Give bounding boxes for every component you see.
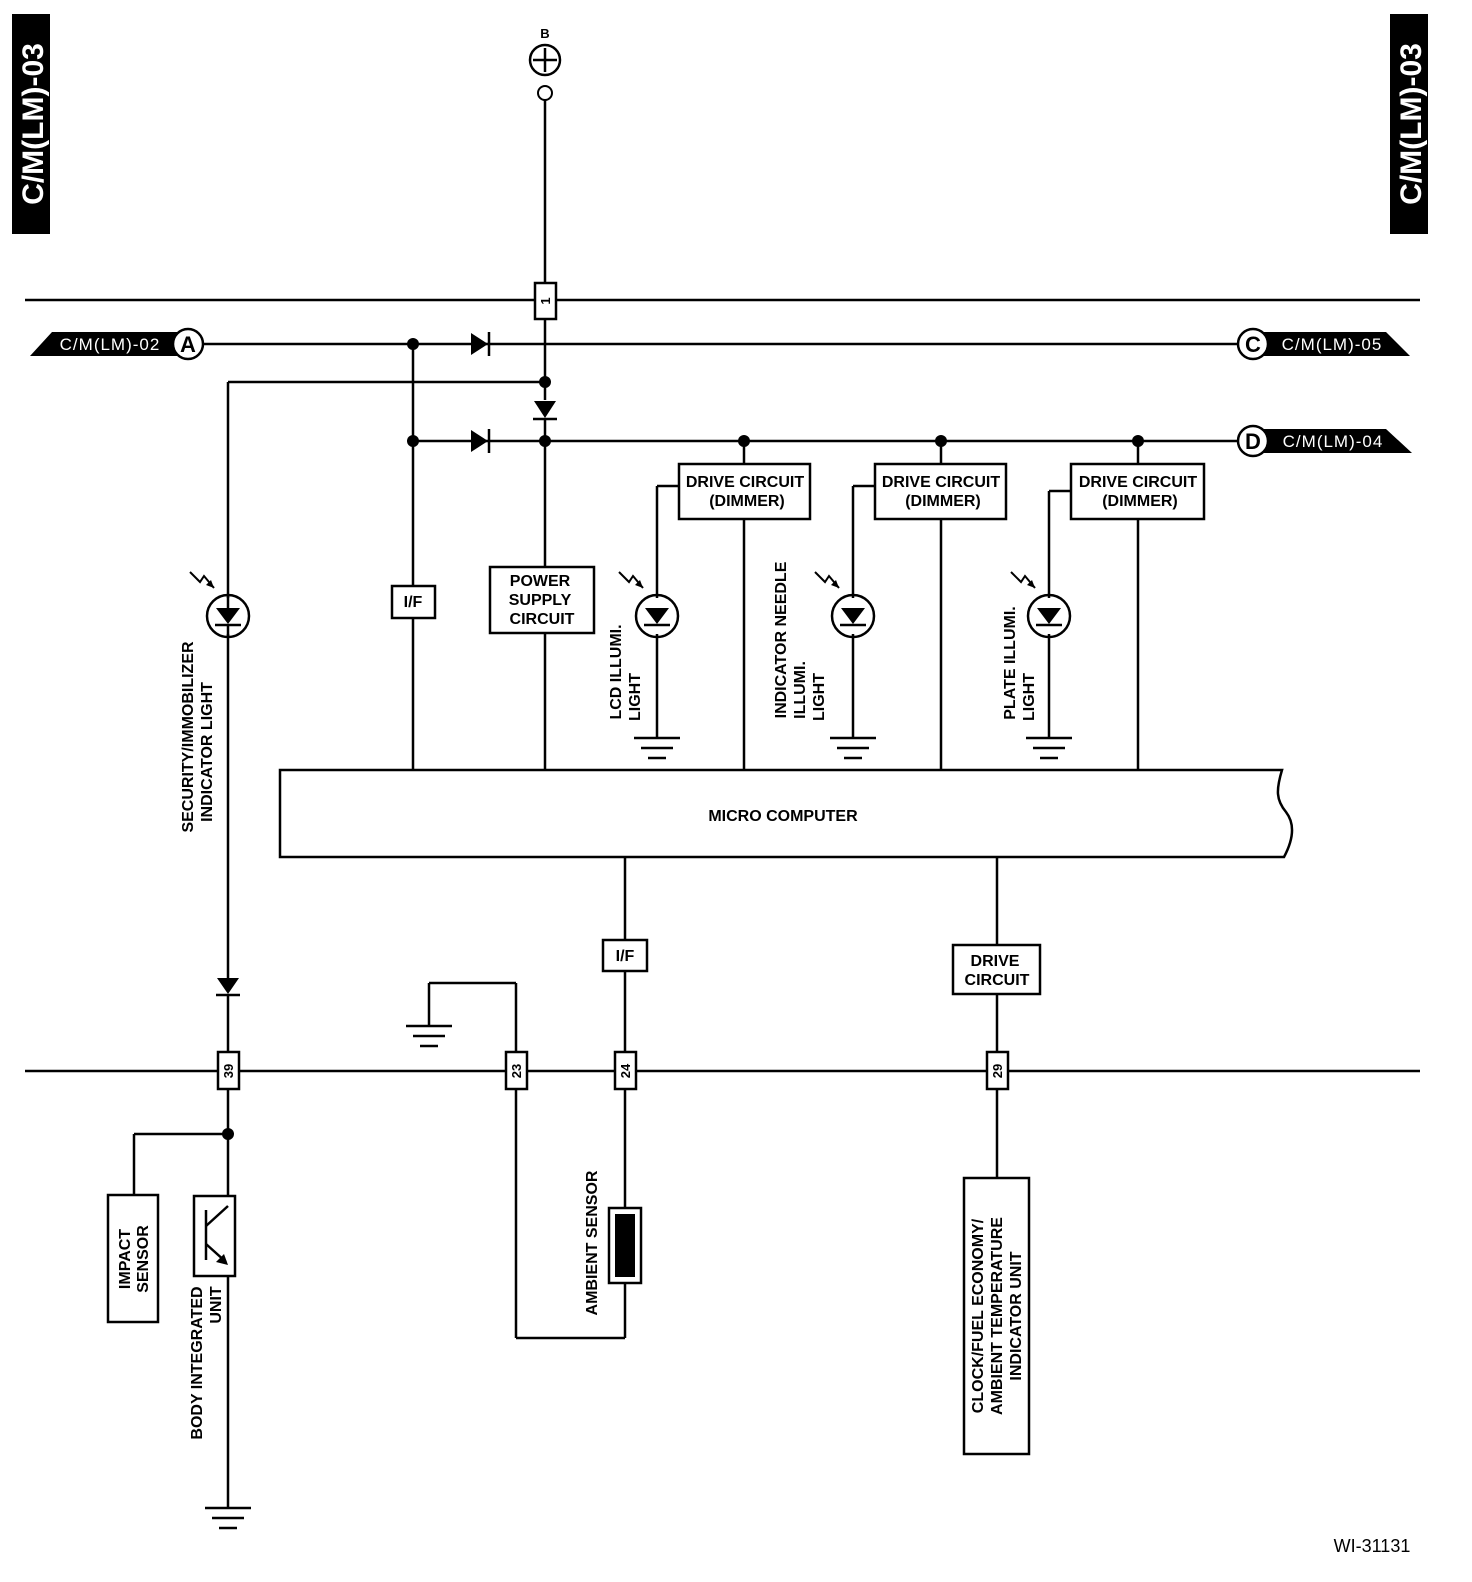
lcd-illumi-lamp bbox=[618, 571, 680, 639]
connector-c-ref: C/M(LM)-05 bbox=[1282, 335, 1383, 354]
lcd-lamp-label: LCD ILLUMI. LIGHT bbox=[608, 624, 644, 721]
micro-computer: MICRO COMPUTER bbox=[278, 768, 1294, 859]
clock-fuel-economy-unit: CLOCK/FUEL ECONOMY/ AMBIENT TEMPERATURE … bbox=[962, 1176, 1031, 1456]
pin-39-label: 39 bbox=[221, 1064, 236, 1078]
pin-1-label: 1 bbox=[538, 297, 553, 304]
drive-dimmer-1-line-1: DRIVE CIRCUIT bbox=[686, 474, 804, 491]
pin-24: 24 bbox=[613, 1050, 638, 1091]
plate-lamp-label-line-1: PLATE ILLUMI. bbox=[1002, 606, 1019, 719]
impact-sensor: IMPACT SENSOR bbox=[106, 1193, 160, 1324]
power-supply-line-3: CIRCUIT bbox=[510, 611, 575, 628]
power-supply-line-1: POWER bbox=[510, 573, 571, 590]
pin-39: 39 bbox=[216, 1050, 241, 1091]
impact-sensor-line-1: IMPACT bbox=[117, 1229, 134, 1289]
diode-d-line bbox=[471, 429, 491, 453]
battery-source: B bbox=[528, 26, 562, 101]
needle-lamp-label-line-2: ILLUMI. bbox=[792, 661, 809, 719]
lcd-lamp-label-line-1: LCD ILLUMI. bbox=[608, 624, 625, 719]
right-side-tab: C/M(LM)-03 bbox=[1390, 14, 1428, 234]
drive-dimmer-3-line-1: DRIVE CIRCUIT bbox=[1079, 474, 1197, 491]
figure-id: WI-31131 bbox=[1334, 1536, 1411, 1556]
if-block-lower-label: I/F bbox=[616, 948, 635, 965]
plate-lamp-label-line-2: LIGHT bbox=[1021, 673, 1038, 721]
needle-illumi-lamp bbox=[814, 571, 876, 639]
clock-unit-line-2: AMBIENT TEMPERATURE bbox=[989, 1217, 1006, 1415]
plate-lamp-label: PLATE ILLUMI. LIGHT bbox=[1002, 606, 1038, 721]
left-side-tab-label: C/M(LM)-03 bbox=[17, 43, 50, 205]
drive-dimmer-2-line-2: (DIMMER) bbox=[905, 493, 981, 510]
micro-computer-label: MICRO COMPUTER bbox=[708, 808, 858, 825]
ground-lcd bbox=[634, 736, 680, 760]
security-lamp-label-line-2: INDICATOR LIGHT bbox=[199, 682, 216, 822]
body-integrated-unit-label: BODY INTEGRATED UNIT bbox=[189, 1286, 225, 1439]
drive-circuit-line-1: DRIVE bbox=[971, 953, 1020, 970]
ground-sensor-return bbox=[406, 1024, 452, 1048]
pin-29-label: 29 bbox=[990, 1064, 1005, 1078]
if-block-upper: I/F bbox=[390, 584, 437, 620]
power-supply-line-2: SUPPLY bbox=[509, 592, 572, 609]
connector-c: C/M(LM)-05 C bbox=[1236, 327, 1410, 361]
pin-23-label: 23 bbox=[509, 1064, 524, 1078]
pin-29: 29 bbox=[985, 1050, 1010, 1091]
right-side-tab-label: C/M(LM)-03 bbox=[1395, 43, 1428, 205]
pin-23: 23 bbox=[504, 1050, 529, 1091]
left-side-tab: C/M(LM)-03 bbox=[12, 14, 50, 234]
body-integrated-line-1: BODY INTEGRATED bbox=[189, 1286, 206, 1439]
power-supply-circuit: POWER SUPPLY CIRCUIT bbox=[488, 565, 596, 635]
junction-dots bbox=[222, 338, 1144, 1140]
battery-label: B bbox=[540, 26, 549, 41]
drive-circuit-dimmer-1: DRIVE CIRCUIT (DIMMER) bbox=[677, 462, 812, 521]
needle-lamp-label-line-1: INDICATOR NEEDLE bbox=[773, 561, 790, 718]
diode-vertical-upper bbox=[533, 401, 557, 421]
drive-dimmer-3-line-2: (DIMMER) bbox=[1102, 493, 1178, 510]
pin-24-label: 24 bbox=[618, 1063, 633, 1078]
connector-d-ref: C/M(LM)-04 bbox=[1283, 432, 1384, 451]
connector-a-ref: C/M(LM)-02 bbox=[60, 335, 161, 354]
ground-needle bbox=[830, 736, 876, 760]
pin-1: 1 bbox=[533, 281, 558, 321]
drive-dimmer-2-line-1: DRIVE CIRCUIT bbox=[882, 474, 1000, 491]
security-lamp-label: SECURITY/IMMOBILIZER INDICATOR LIGHT bbox=[180, 641, 216, 833]
drive-circuit-line-2: CIRCUIT bbox=[965, 972, 1030, 989]
connector-a: C/M(LM)-02 A bbox=[30, 327, 205, 361]
needle-lamp-label: INDICATOR NEEDLE ILLUMI. LIGHT bbox=[773, 561, 828, 721]
connector-c-letter: C bbox=[1245, 332, 1261, 357]
clock-unit-line-1: CLOCK/FUEL ECONOMY/ bbox=[970, 1218, 987, 1413]
drive-circuit-dimmer-2: DRIVE CIRCUIT (DIMMER) bbox=[873, 462, 1008, 521]
if-block-lower: I/F bbox=[601, 938, 649, 973]
diode-vertical-lower bbox=[216, 978, 240, 997]
diode-a-line bbox=[471, 332, 491, 356]
lcd-lamp-label-line-2: LIGHT bbox=[627, 673, 644, 721]
ground-body-unit bbox=[205, 1506, 251, 1530]
connector-a-letter: A bbox=[180, 332, 196, 357]
plate-illumi-lamp bbox=[1010, 571, 1072, 639]
drive-dimmer-1-line-2: (DIMMER) bbox=[709, 493, 785, 510]
ambient-sensor: AMBIENT SENSOR bbox=[584, 1170, 643, 1315]
connector-d-letter: D bbox=[1245, 429, 1261, 454]
drive-circuit-dimmer-3: DRIVE CIRCUIT (DIMMER) bbox=[1069, 462, 1206, 521]
security-indicator-lamp bbox=[189, 571, 251, 639]
impact-sensor-line-2: SENSOR bbox=[135, 1225, 152, 1293]
security-lamp-label-line-1: SECURITY/IMMOBILIZER bbox=[180, 641, 197, 833]
drive-circuit: DRIVE CIRCUIT bbox=[951, 943, 1042, 996]
needle-lamp-label-line-3: LIGHT bbox=[811, 673, 828, 721]
if-block-upper-label: I/F bbox=[404, 594, 423, 611]
connector-d: C/M(LM)-04 D bbox=[1236, 424, 1412, 458]
ambient-sensor-label: AMBIENT SENSOR bbox=[584, 1170, 601, 1315]
clock-unit-line-3: INDICATOR UNIT bbox=[1008, 1251, 1025, 1380]
body-integrated-line-2: UNIT bbox=[208, 1286, 225, 1324]
ground-plate bbox=[1026, 736, 1072, 760]
body-integrated-unit-transistor bbox=[192, 1194, 237, 1278]
